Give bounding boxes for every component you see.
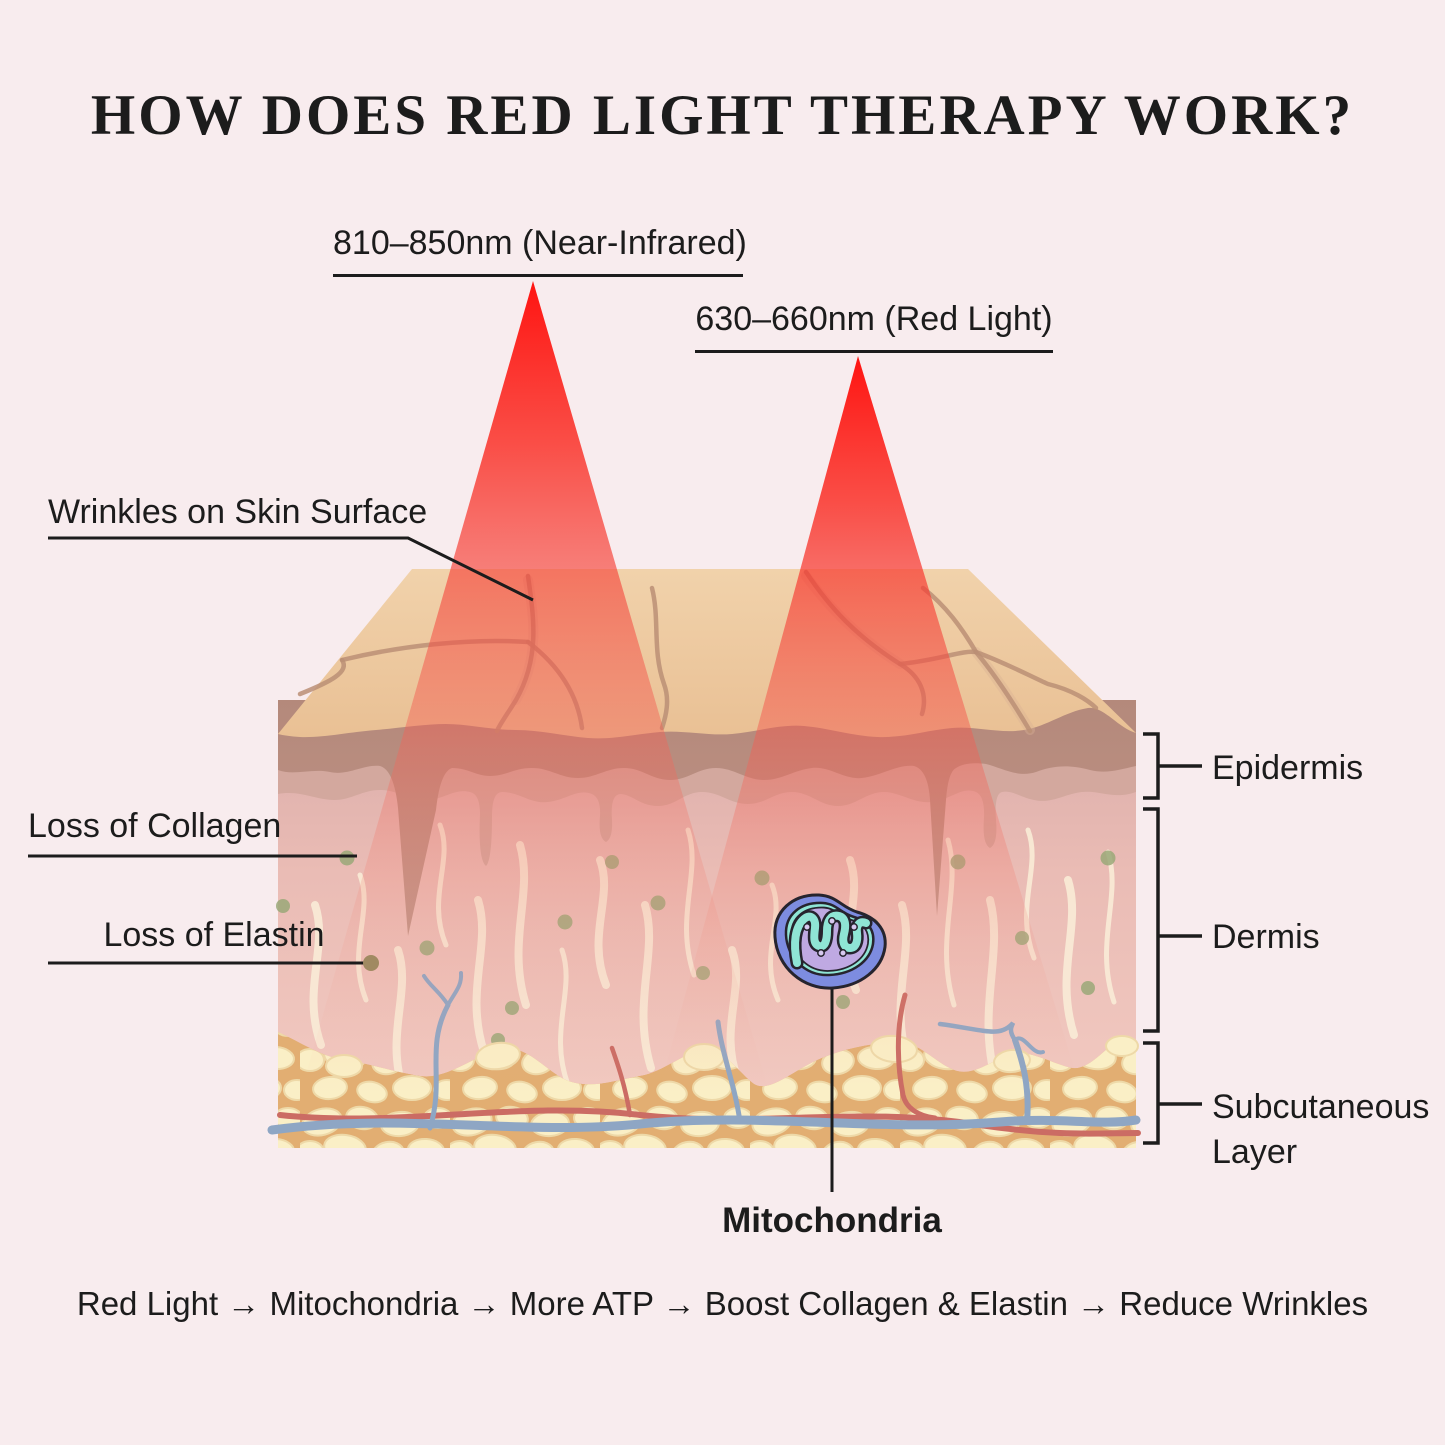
loss-of-collagen-label: Loss of Collagen bbox=[28, 807, 282, 845]
loss-of-elastin-label: Loss of Elastin bbox=[103, 916, 325, 954]
epidermis-bracket bbox=[1143, 732, 1202, 800]
top-face bbox=[278, 569, 1136, 739]
page-title: HOW DOES RED LIGHT THERAPY WORK? bbox=[90, 84, 1355, 147]
mitochondria-label: Mitochondria bbox=[722, 1201, 942, 1240]
subcutaneous-label: Subcutaneous Layer bbox=[1212, 1088, 1430, 1171]
near-infrared-label: 810–850nm (Near-Infrared) bbox=[333, 222, 747, 277]
dermis-bracket bbox=[1143, 807, 1202, 1033]
layer-brackets bbox=[1143, 732, 1202, 1145]
leader-lines bbox=[28, 536, 834, 1192]
mitochondria-illustration bbox=[773, 893, 887, 990]
flow-summary: Red Light → Mitochondria → More ATP → Bo… bbox=[76, 1285, 1369, 1322]
elastin-cell-dot bbox=[363, 955, 379, 971]
wrinkles-leader-line bbox=[48, 536, 534, 602]
near-infrared-beam bbox=[300, 281, 770, 1095]
red-light-label: 630–660nm (Red Light) bbox=[695, 298, 1053, 353]
subcutaneous-bracket bbox=[1143, 1041, 1202, 1145]
dermis-label: Dermis bbox=[1212, 918, 1320, 956]
epidermis-label: Epidermis bbox=[1212, 749, 1364, 787]
wrinkles-label: Wrinkles on Skin Surface bbox=[48, 493, 428, 531]
red-light-beam bbox=[660, 356, 1080, 1088]
